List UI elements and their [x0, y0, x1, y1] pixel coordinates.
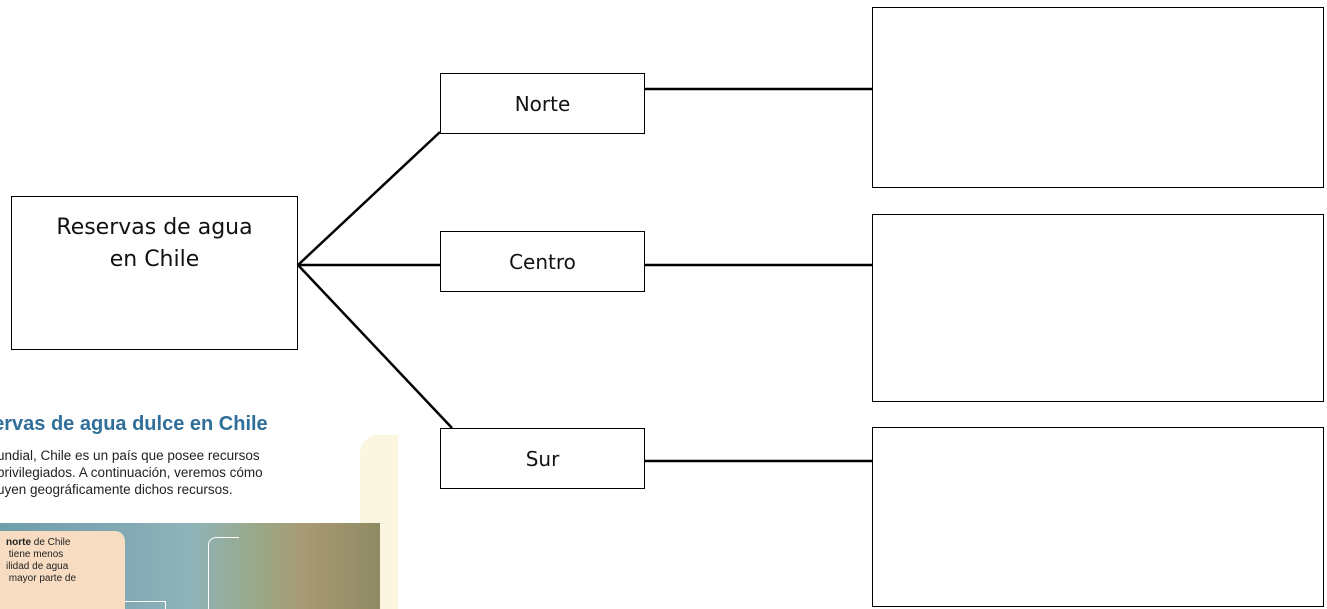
excerpt-paragraph: undial, Chile es un país que posee recur…	[0, 448, 263, 497]
branch-node-label: Sur	[525, 446, 560, 471]
branch-node-sur: Sur	[440, 428, 645, 489]
excerpt-title: servas de agua dulce en Chile	[0, 413, 268, 435]
map-note-bold: norte	[6, 537, 31, 548]
map-note-text: de Chile tiene menos ilidad de agua mayo…	[6, 537, 77, 584]
branch-node-label: Norte	[514, 91, 571, 116]
root-node-label: Reservas de agua en Chile	[56, 215, 253, 272]
textbook-excerpt: servas de agua dulce en Chile undial, Ch…	[0, 405, 398, 609]
answer-box-sur[interactable]	[872, 427, 1324, 607]
connector-root-sur	[297, 264, 453, 429]
connector-root-norte	[297, 131, 441, 266]
map-note: norte de Chile tiene menos ilidad de agu…	[0, 531, 125, 609]
branch-node-norte: Norte	[440, 73, 645, 134]
map-callout-line	[125, 601, 166, 609]
map-bracket	[208, 537, 239, 609]
branch-node-label: Centro	[509, 249, 576, 274]
answer-box-centro[interactable]	[872, 214, 1324, 402]
answer-box-norte[interactable]	[872, 7, 1324, 188]
branch-node-centro: Centro	[440, 231, 645, 292]
root-node: Reservas de agua en Chile	[11, 196, 298, 350]
